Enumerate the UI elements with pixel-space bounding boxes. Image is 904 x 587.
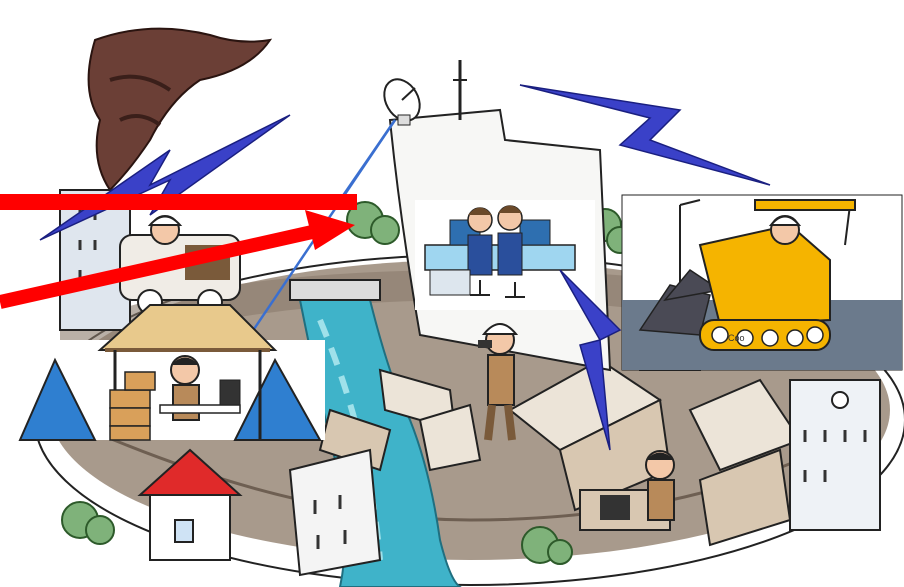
operator-2	[498, 206, 522, 276]
broken-building	[290, 450, 380, 575]
operator-1	[468, 208, 492, 276]
antenna-icon	[453, 60, 467, 120]
smoke-plume	[89, 29, 270, 190]
console-label: Coo	[728, 333, 745, 343]
bulldozer-inset: Coo	[622, 195, 902, 370]
bridge	[290, 280, 380, 300]
red-arrow-upper	[0, 194, 357, 210]
